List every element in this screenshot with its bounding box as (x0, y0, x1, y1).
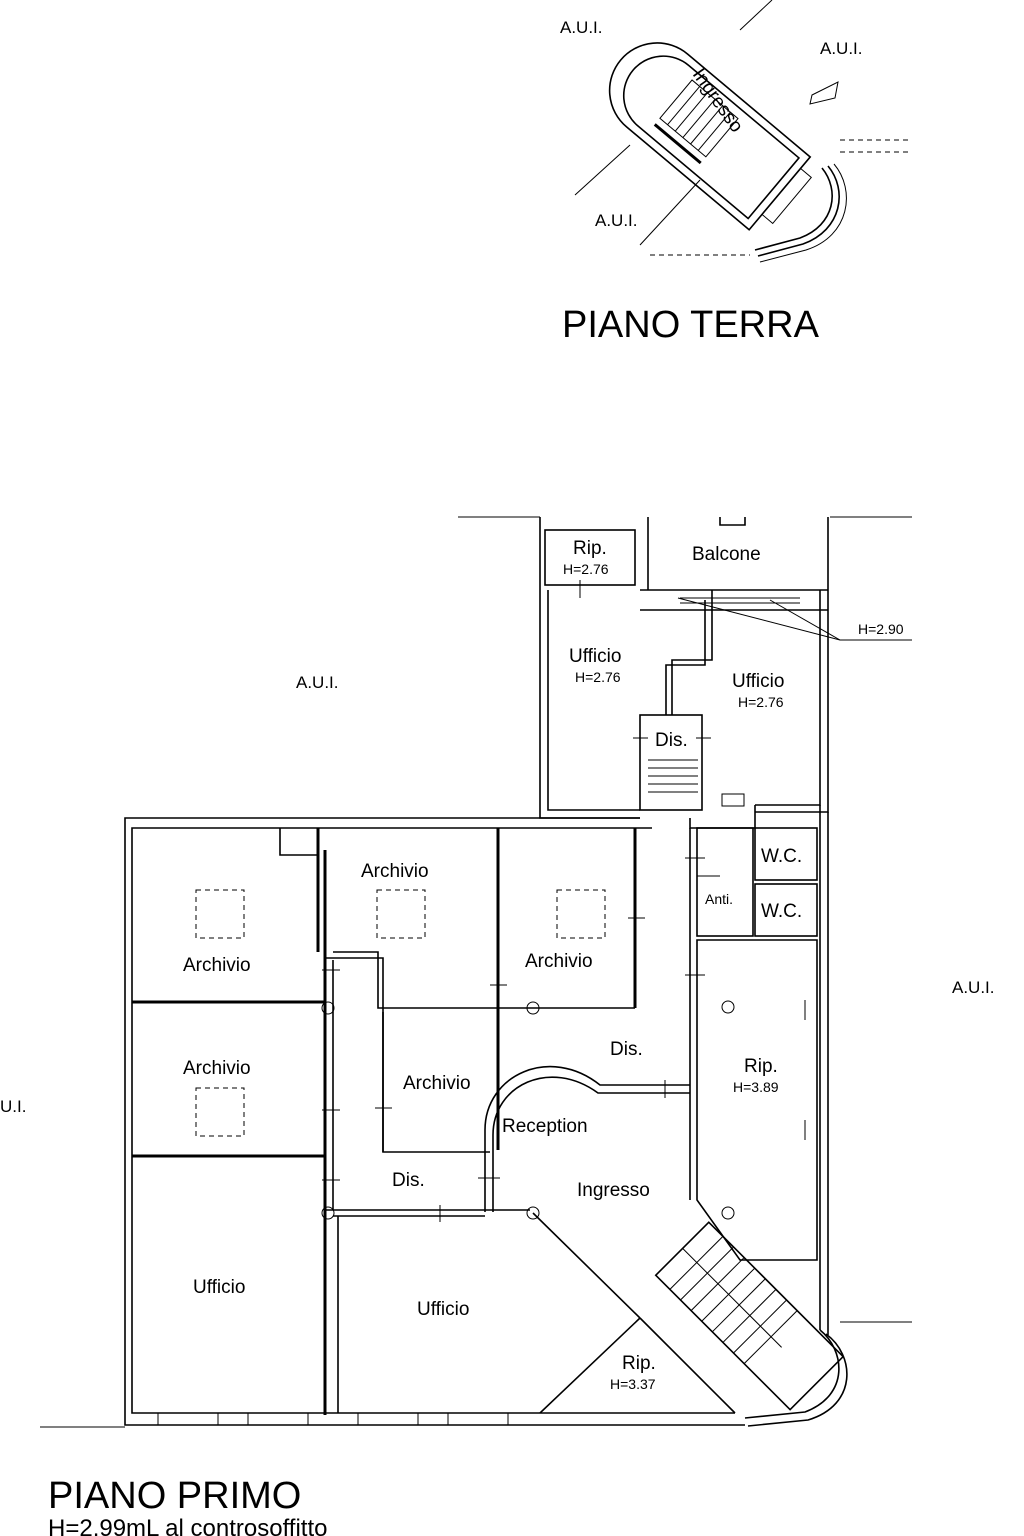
room-archivio-left-name: Archivio (183, 1058, 251, 1079)
room-dis-top-name: Dis. (655, 730, 688, 751)
room-rip-top-name: Rip. (573, 538, 607, 559)
first-floor-aui-label-2: A.U.I. (952, 978, 995, 997)
room-ufficio-top-left-name: Ufficio (569, 646, 621, 667)
room-rip-lower-height: H=3.37 (610, 1376, 656, 1392)
ground-floor-aui-label-3: A.U.I. (595, 211, 638, 230)
room-dis-center-name: Dis. (610, 1039, 643, 1060)
room-dis-lower-name: Dis. (392, 1170, 425, 1191)
room-ufficio-lower-left-name: Ufficio (193, 1277, 245, 1298)
room-ufficio-top-right-name: Ufficio (732, 671, 784, 692)
first-floor-plan (40, 516, 912, 1428)
ground-floor-entrance-label: Ingresso (688, 65, 747, 137)
ground-floor-aui-label-1: A.U.I. (560, 18, 603, 37)
room-rip-right-name: Rip. (744, 1056, 778, 1077)
room-wc-1-name: W.C. (761, 846, 802, 867)
room-archivio-top-left-name: Archivio (183, 955, 251, 976)
room-archivio-top-middle-name: Archivio (361, 861, 429, 882)
first-floor-height-note: H=2.99mL al controsoffitto (48, 1515, 328, 1536)
room-ufficio-top-left-height: H=2.76 (575, 669, 621, 685)
first-floor-title: PIANO PRIMO (48, 1475, 301, 1517)
ground-floor-plan: A.U.I. A.U.I. A.U.I. Ingresso (560, 0, 908, 263)
room-wc-2-name: W.C. (761, 901, 802, 922)
room-archivio-top-right-name: Archivio (525, 951, 593, 972)
balcony-height-label: H=2.90 (858, 621, 904, 637)
room-archivio-center-name: Archivio (403, 1073, 471, 1094)
room-rip-top-height: H=2.76 (563, 561, 609, 577)
room-rip-right-height: H=3.89 (733, 1079, 779, 1095)
room-rip-lower-name: Rip. (622, 1353, 656, 1374)
room-ingresso-name: Ingresso (577, 1180, 650, 1201)
room-balcone-name: Balcone (692, 544, 761, 565)
room-ufficio-lower-center-name: Ufficio (417, 1299, 469, 1320)
first-floor-aui-label-1: A.U.I. (296, 673, 339, 692)
ground-floor-aui-label-2: A.U.I. (820, 39, 863, 58)
room-ufficio-top-right-height: H=2.76 (738, 694, 784, 710)
room-reception-name: Reception (502, 1116, 588, 1137)
ground-floor-title: PIANO TERRA (562, 304, 820, 346)
first-floor-aui-label-3: U.I. (0, 1097, 26, 1116)
room-anti-name: Anti. (705, 891, 733, 907)
